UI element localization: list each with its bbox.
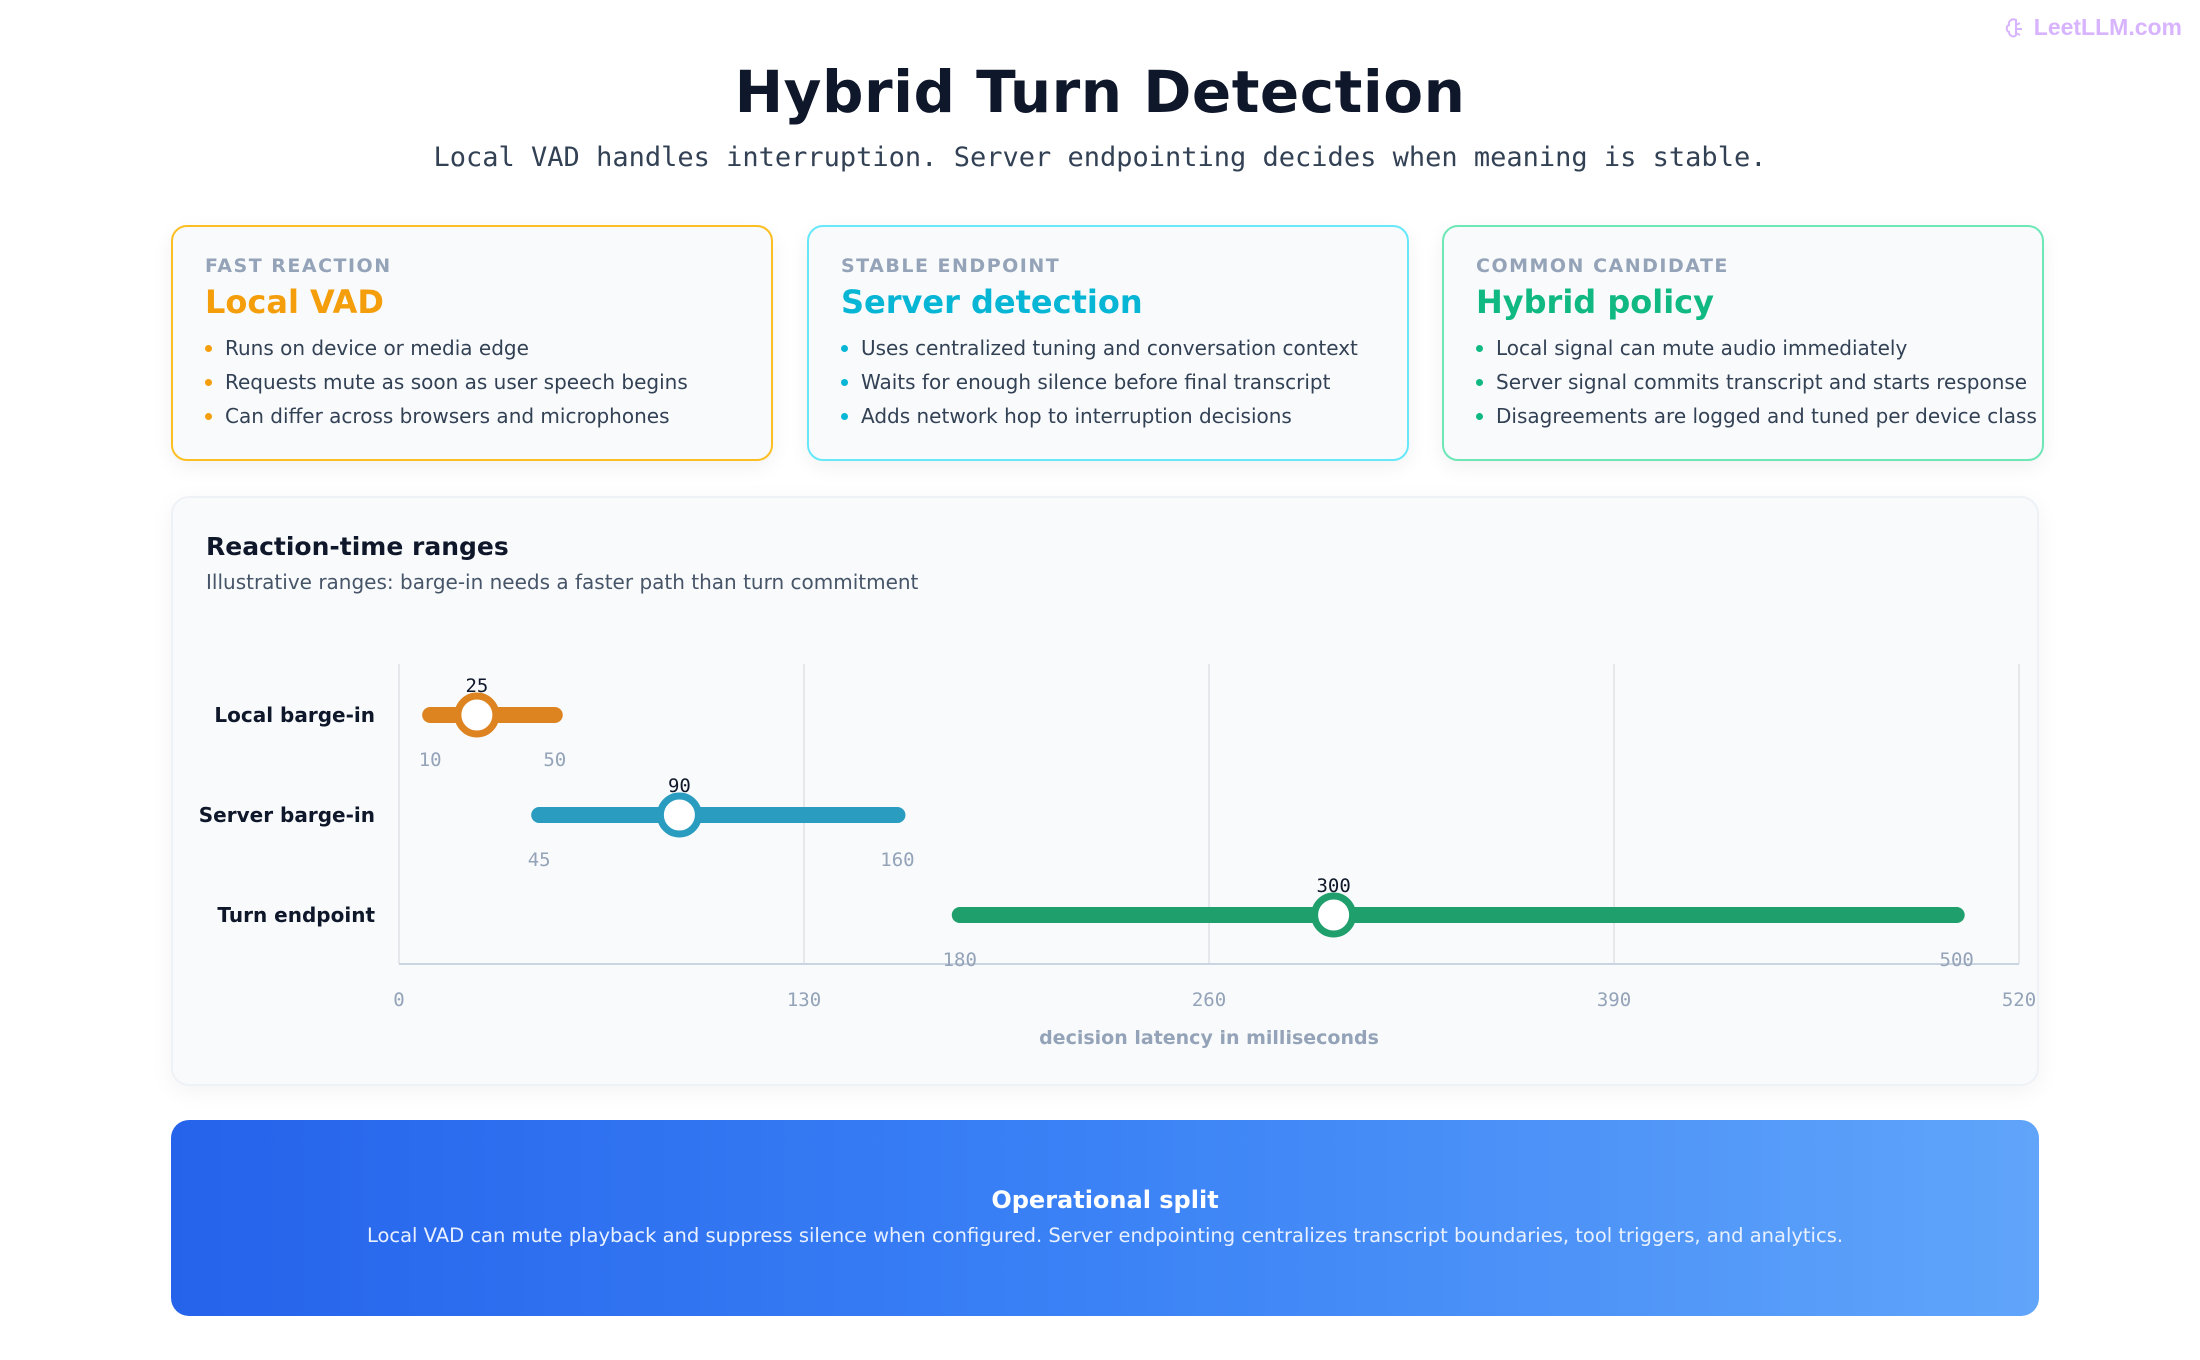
card-eyebrow: COMMON CANDIDATE [1476, 255, 1729, 277]
card-bullet: Local signal can mute audio immediately [1476, 331, 2012, 365]
brain-icon [2005, 17, 2022, 37]
brand-name: LeetLLM.com [2033, 14, 2182, 40]
card-bullet-text: Requests mute as soon as user speech beg… [225, 370, 688, 394]
card-hybrid-policy: COMMON CANDIDATE Hybrid policy Local sig… [1442, 225, 2044, 461]
card-bullet-text: Waits for enough silence before final tr… [861, 370, 1331, 394]
series-label: Turn endpoint [217, 903, 375, 927]
card-bullet-text: Disagreements are logged and tuned per d… [1496, 404, 2037, 428]
page-title: Hybrid Turn Detection [734, 58, 1466, 126]
bullet-dot-icon [841, 413, 848, 420]
card-bullet: Server signal commits transcript and sta… [1476, 365, 2027, 399]
range-min-label: 10 [419, 749, 442, 771]
marker-dot [1311, 892, 1357, 938]
card-bullet-text: Uses centralized tuning and conversation… [861, 336, 1358, 360]
card-bullet: Adds network hop to interruption decisio… [841, 399, 1377, 433]
card-bullet-text: Adds network hop to interruption decisio… [861, 404, 1292, 428]
chart-title: Reaction-time ranges [206, 532, 509, 561]
range-max-label: 50 [543, 749, 566, 771]
bullet-dot-icon [205, 379, 212, 386]
range-min-label: 45 [528, 849, 551, 871]
card-eyebrow: FAST REACTION [205, 255, 392, 277]
bullet-dot-icon [205, 345, 212, 352]
x-tick-label: 130 [787, 989, 821, 1011]
card-bullet-list: Runs on device or media edge Requests mu… [205, 331, 741, 433]
range-min-label: 180 [943, 949, 977, 971]
card-bullet: Can differ across browsers and microphon… [205, 399, 741, 433]
card-bullet-list: Local signal can mute audio immediately … [1476, 331, 2037, 433]
bullet-dot-icon [841, 345, 848, 352]
card-server-detection: STABLE ENDPOINT Server detection Uses ce… [807, 225, 1409, 461]
series-label: Local barge-in [214, 703, 375, 727]
x-tick-label: 390 [1597, 989, 1631, 1011]
marker-dot [656, 792, 702, 838]
marker-dot [454, 692, 500, 738]
card-bullet: Disagreements are logged and tuned per d… [1476, 399, 2037, 433]
card-heading: Local VAD [205, 283, 384, 321]
card-bullet-text: Runs on device or media edge [225, 336, 529, 360]
marker-value-label: 90 [668, 775, 691, 797]
card-bullet: Waits for enough silence before final tr… [841, 365, 1377, 399]
chart-panel: Reaction-time ranges Illustrative ranges… [171, 496, 2039, 1086]
card-bullet-text: Can differ across browsers and microphon… [225, 404, 670, 428]
card-bullet: Runs on device or media edge [205, 331, 741, 365]
banner-title: Operational split [991, 1186, 1219, 1214]
card-heading: Hybrid policy [1476, 283, 1714, 321]
brand-logo: LeetLLM.com [2004, 14, 2182, 41]
x-tick-label: 0 [393, 989, 404, 1011]
operational-split-banner: Operational split Local VAD can mute pla… [171, 1120, 2039, 1316]
range-max-label: 160 [880, 849, 914, 871]
range-chart: 0 130 260 390 520 decision latency in millise… [199, 664, 2036, 1049]
chart-subtitle: Illustrative ranges: barge-in needs a fa… [206, 570, 919, 594]
x-axis-label: decision latency in milliseconds [1039, 1027, 1379, 1049]
card-heading: Server detection [841, 283, 1143, 321]
range-max-label: 500 [1940, 949, 1974, 971]
card-eyebrow: STABLE ENDPOINT [841, 255, 1061, 277]
bullet-dot-icon [1476, 379, 1483, 386]
marker-value-label: 25 [465, 675, 488, 697]
card-bullet-text: Server signal commits transcript and sta… [1496, 370, 2028, 394]
card-bullet: Uses centralized tuning and conversation… [841, 331, 1377, 365]
bullet-dot-icon [1476, 345, 1483, 352]
card-bullet: Requests mute as soon as user speech beg… [205, 365, 741, 399]
bullet-dot-icon [1476, 413, 1483, 420]
series-label: Server barge-in [199, 803, 375, 827]
card-bullet-list: Uses centralized tuning and conversation… [841, 331, 1377, 433]
x-tick-label: 520 [2002, 989, 2036, 1011]
bullet-dot-icon [205, 413, 212, 420]
x-tick-label: 260 [1192, 989, 1226, 1011]
marker-value-label: 300 [1316, 875, 1350, 897]
bullet-dot-icon [841, 379, 848, 386]
page-subtitle: Local VAD handles interruption. Server e… [433, 142, 1767, 173]
banner-body: Local VAD can mute playback and suppress… [366, 1224, 1844, 1247]
card-bullet-text: Local signal can mute audio immediately [1496, 336, 1908, 360]
card-local-vad: FAST REACTION Local VAD Runs on device o… [171, 225, 773, 461]
